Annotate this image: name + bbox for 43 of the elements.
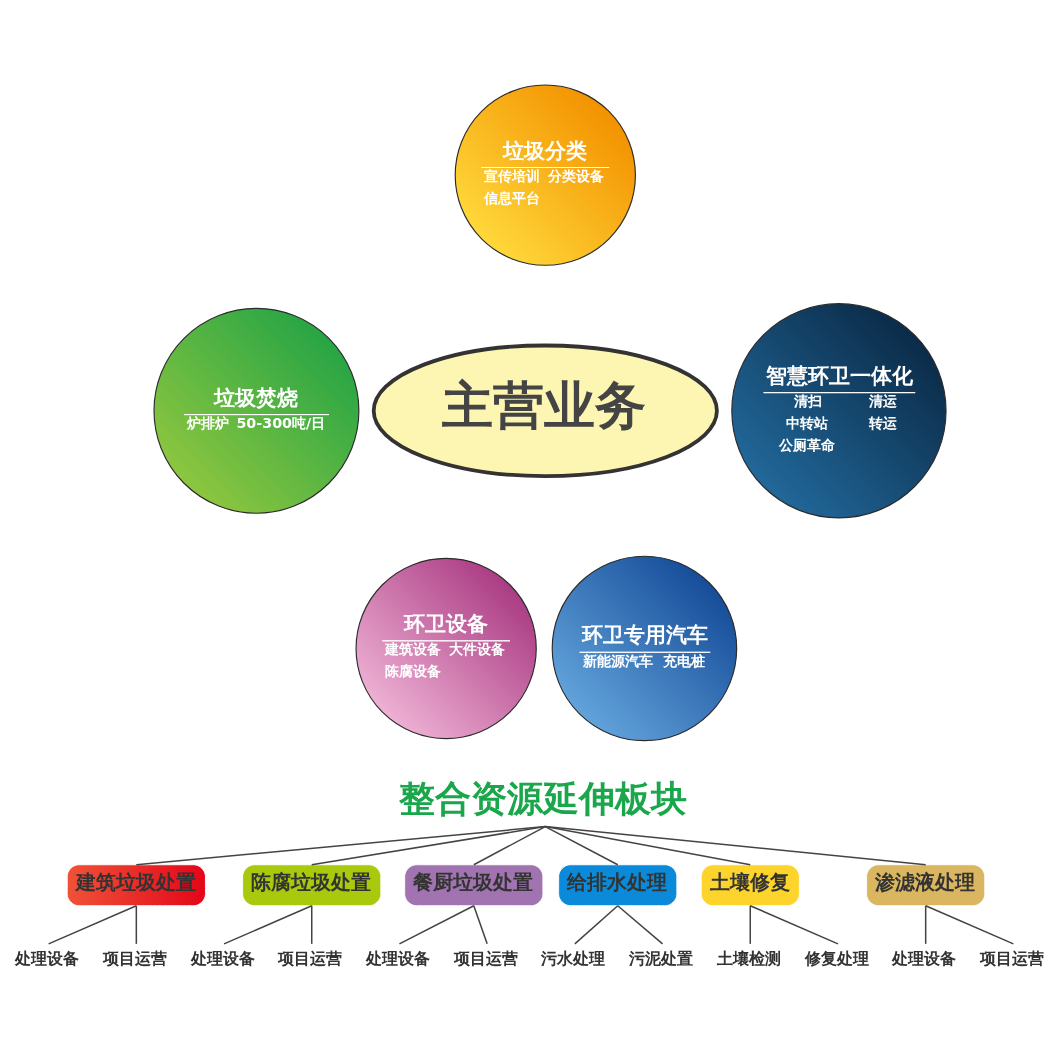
connector [310, 825, 547, 866]
node-text: 项目运营 [453, 948, 518, 968]
node-text: 污泥处置 [629, 948, 694, 968]
node-text: 处理设备 [190, 948, 255, 968]
node-circle: 环卫设备 建筑设备 大件设备 陈腐设备 [355, 557, 537, 740]
connector [544, 825, 619, 866]
node-circle: 垃圾分类 宣传培训 分类设备 信息平台 [454, 84, 636, 266]
connector [544, 825, 927, 866]
connector [135, 825, 547, 866]
connector [47, 904, 138, 945]
node-box: 土壤修复 [700, 864, 800, 907]
connector [544, 825, 752, 866]
node-text: 项目运营 [102, 948, 167, 968]
node-text: 处理设备 [366, 948, 431, 968]
connector [473, 904, 488, 945]
node-text: 项目运营 [278, 948, 343, 968]
connector [924, 904, 927, 945]
node-box: 建筑垃圾处置 [66, 864, 206, 907]
node-text: 项目运营 [980, 948, 1045, 968]
connector [574, 904, 619, 945]
node-circle: 环卫专用汽车 新能源汽车 充电桩 [551, 555, 738, 742]
connector [223, 904, 313, 945]
node-box: 陈腐垃圾处置 [242, 864, 382, 907]
node-text: 处理设备 [892, 948, 957, 968]
connector [310, 904, 313, 945]
node-text: 整合资源延伸板块 [398, 776, 687, 820]
node-circle: 垃圾焚烧 炉排炉 50-300吨/日 [153, 307, 360, 514]
node-box: 给排水处理 [558, 864, 678, 907]
node-text: 土壤检测 [716, 948, 781, 968]
node-text: 污水处理 [541, 948, 606, 968]
connector [924, 904, 1015, 945]
connector [473, 825, 547, 866]
node-circle: 智慧环卫一体化 清扫 清运 中转站 转运 公厕革命 [731, 303, 947, 519]
connector [617, 904, 664, 945]
connector [135, 904, 138, 945]
node-box: 渗滤液处理 [866, 864, 986, 907]
node-box: 餐厨垃圾处置 [404, 864, 544, 907]
node-text: 处理设备 [15, 948, 80, 968]
connector [749, 904, 839, 945]
node-ellipse: 主营业务 [371, 343, 719, 478]
connector [398, 904, 475, 945]
connector [749, 904, 752, 945]
node-text: 修复处理 [804, 948, 869, 968]
